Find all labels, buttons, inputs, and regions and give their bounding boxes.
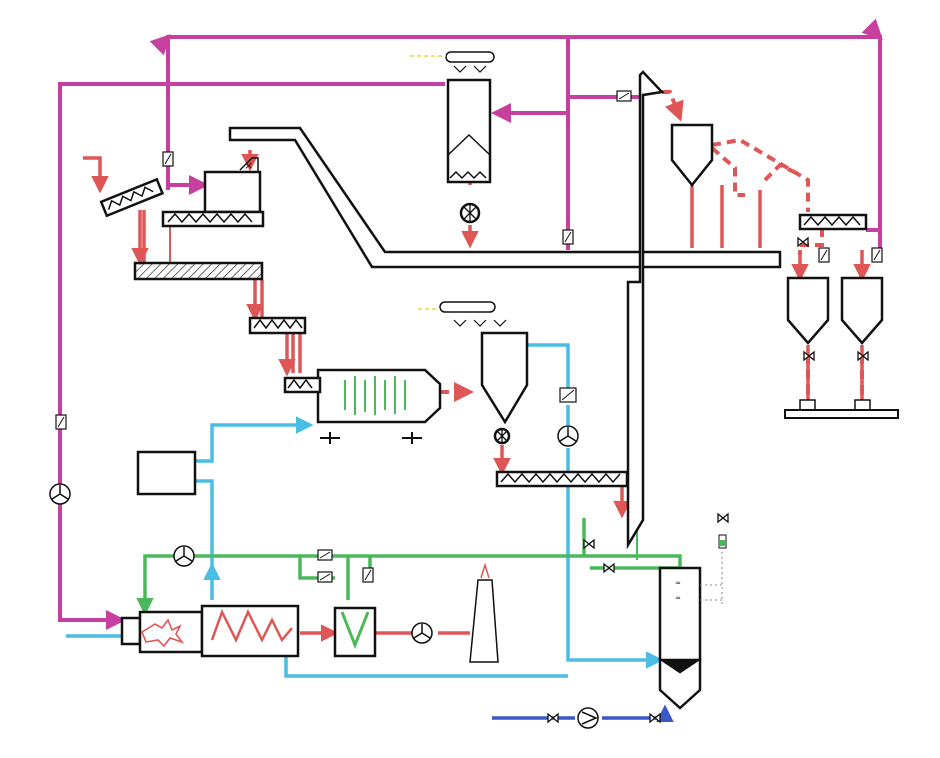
- filter-icon: [445, 51, 495, 224]
- screw-conveyor-2: [133, 261, 264, 281]
- cyclone-icon: [670, 123, 714, 188]
- fan-icon: [411, 622, 433, 644]
- fan-icon: [557, 425, 579, 447]
- yellow-dashed-lines: [410, 55, 446, 310]
- silo-icon: [786, 276, 830, 345]
- burner-flame-icon: [141, 618, 185, 648]
- blue-line: [492, 704, 674, 722]
- column: ≈ ≈: [657, 566, 703, 710]
- control-box: [136, 450, 197, 496]
- svg-text:≈: ≈: [675, 579, 681, 587]
- valve-icon: [547, 236, 869, 724]
- burner: [120, 616, 142, 646]
- loading-truck: [784, 409, 899, 419]
- rotary-valve-icon: [453, 65, 507, 327]
- magenta-lines: [58, 18, 883, 630]
- dryer-drum-icon: [283, 368, 442, 444]
- inclined-screw-icon: [99, 177, 165, 218]
- fan-icon: [49, 483, 71, 505]
- red-dashed-lines: [440, 90, 864, 402]
- level-indicator: [718, 534, 727, 549]
- damper-marks: [57, 92, 881, 581]
- feed-hopper: [203, 170, 262, 214]
- pump-icon: [577, 707, 599, 729]
- instrument-dotted-lines: [700, 552, 723, 605]
- bucket-elevator-icon: [626, 70, 665, 550]
- svg-text:≈: ≈: [675, 594, 681, 602]
- fan-icon: [173, 545, 195, 567]
- screw-conveyor-3: [248, 316, 307, 335]
- svg-text:×: ×: [244, 159, 253, 172]
- green-lines: [136, 285, 682, 650]
- chute: [228, 126, 782, 269]
- equipment: ×: [99, 51, 899, 710]
- cyclone-icon: [439, 301, 529, 445]
- screw-conveyor-5: [495, 470, 629, 488]
- screw-conveyor-4: [798, 213, 868, 231]
- silo-icon: [840, 276, 884, 345]
- stack-icon: [469, 579, 499, 663]
